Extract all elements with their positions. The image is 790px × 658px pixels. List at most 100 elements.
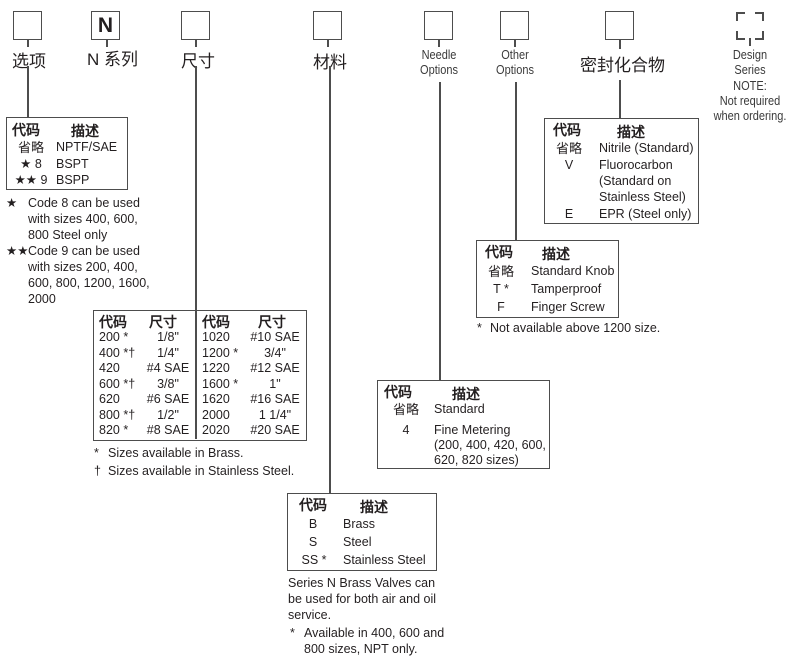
note-line: 800 sizes, NPT only. xyxy=(304,642,418,656)
connector-line xyxy=(327,40,329,47)
material-row-desc: Stainless Steel xyxy=(343,553,426,567)
other-row-desc: Finger Screw xyxy=(531,300,605,314)
options-row-desc: BSPP xyxy=(56,173,90,187)
material-code-box xyxy=(313,11,342,40)
note-line: 2000 xyxy=(28,292,56,306)
needle-row-desc: Fine Metering xyxy=(434,423,511,437)
size-row-size: #4 SAE xyxy=(146,361,190,375)
connector-line xyxy=(27,40,29,47)
size-row-code: 1020 xyxy=(202,330,230,344)
other-row-desc: Tamperproof xyxy=(531,282,602,296)
options-row-desc: NPTF/SAE xyxy=(56,140,118,154)
design-series-note-line2: when ordering. xyxy=(713,109,787,123)
corner-mark xyxy=(755,31,764,40)
design-series-label-line1: Design xyxy=(732,48,768,62)
connector-line xyxy=(514,40,516,47)
needle-options-code-box xyxy=(424,11,453,40)
size-row-size: 1/2" xyxy=(157,407,179,422)
design-series-label-line2: Series xyxy=(734,63,766,77)
size-row-code: 600 *† xyxy=(99,376,136,391)
size-code-box xyxy=(181,11,210,40)
design-series-label: Design Series NOTE: Not required when or… xyxy=(710,48,789,124)
options-connector-line xyxy=(27,66,29,117)
needle-row-desc: Standard xyxy=(434,402,485,416)
size-note-brass: * Sizes available in Brass. xyxy=(94,445,243,461)
note-line: service. xyxy=(288,608,332,622)
size-col-code-left: 代码 xyxy=(99,314,127,330)
other-col-code: 代码 xyxy=(485,244,513,260)
options-note-2: ★★ Code 9 can be used with sizes 200, 40… xyxy=(6,243,166,307)
asterisk-mark: * xyxy=(477,321,482,335)
corner-mark xyxy=(736,12,745,21)
needle-row-code: 4 xyxy=(402,423,410,437)
seal-row-desc: Fluorocarbon xyxy=(599,158,673,172)
options-col-desc: 描述 xyxy=(71,123,99,139)
other-row-code: F xyxy=(497,300,505,314)
needle-row-desc: 620, 820 sizes) xyxy=(434,453,519,467)
connector-line xyxy=(438,40,440,47)
needle-row-code: 省略 xyxy=(392,402,419,417)
size-table-divider xyxy=(195,311,197,439)
options-row-code: ★★ 9 xyxy=(14,173,48,187)
seal-row-desc: EPR (Steel only) xyxy=(599,207,692,221)
material-note: Series N Brass Valves can be used for bo… xyxy=(288,575,458,623)
design-series-note-line1: Not required xyxy=(719,94,781,108)
size-note-stainless: † Sizes available in Stainless Steel. xyxy=(94,463,294,479)
size-row-code: 1600 * xyxy=(202,376,239,391)
material-col-desc: 描述 xyxy=(360,499,388,515)
seal-row-desc: Stainless Steel) xyxy=(599,190,686,204)
options-row-code: 省略 xyxy=(17,140,44,155)
size-col-size-right: 尺寸 xyxy=(258,314,286,330)
design-series-note-title: NOTE: xyxy=(733,79,767,93)
seal-compound-label: 密封化合物 xyxy=(580,56,665,75)
size-row-code: 400 *† xyxy=(99,345,136,360)
needle-options-label: Needle Options xyxy=(417,48,461,78)
needle-options-label-line1: Needle xyxy=(421,48,457,62)
other-options-label-line1: Other xyxy=(501,48,529,62)
dagger-mark: † xyxy=(94,464,101,478)
note-line: Code 8 can be used xyxy=(28,196,140,210)
connector-line xyxy=(106,40,108,47)
size-row-size: 1 1/4" xyxy=(258,407,292,422)
design-series-code-box xyxy=(736,12,764,40)
size-row-code: 820 * xyxy=(99,423,129,437)
size-table: 代码 尺寸 代码 尺寸 200 *1/8"400 *†1/4"420#4 SAE… xyxy=(93,310,307,441)
size-row-size: #20 SAE xyxy=(250,423,300,437)
size-row-code: 1200 * xyxy=(202,345,239,360)
size-row-code: 800 *† xyxy=(99,407,136,422)
other-options-label-line2: Options xyxy=(496,63,534,77)
material-row-code: S xyxy=(308,535,318,549)
needle-row-desc: (200, 400, 420, 600, xyxy=(434,438,546,452)
size-row-size: 3/8" xyxy=(157,376,179,391)
note-text: Sizes available in Stainless Steel. xyxy=(108,464,295,478)
seal-compound-code-box xyxy=(605,11,634,40)
size-row-size: #10 SAE xyxy=(250,330,300,344)
other-options-table: 代码 描述 省略 Standard Knob T * Tamperproof F… xyxy=(476,240,619,318)
needle-col-code: 代码 xyxy=(384,384,412,400)
size-col-size-left: 尺寸 xyxy=(149,314,177,330)
star-mark: ★★ xyxy=(6,244,29,258)
size-row-code: 620 xyxy=(99,392,120,406)
options-note-1: ★ Code 8 can be used with sizes 400, 600… xyxy=(6,195,156,243)
material-col-code: 代码 xyxy=(299,497,327,513)
note-line: be used for both air and oil xyxy=(288,592,437,606)
series-code-box: N xyxy=(91,11,120,40)
seal-connector-line xyxy=(619,80,621,118)
size-row-size: #6 SAE xyxy=(146,392,190,406)
size-col-code-right: 代码 xyxy=(202,314,230,330)
size-row-code: 200 * xyxy=(99,330,129,344)
needle-options-label-line2: Options xyxy=(420,63,458,77)
corner-mark xyxy=(736,31,745,40)
size-row-code: 1620 xyxy=(202,392,230,406)
size-row-size: #16 SAE xyxy=(250,392,300,406)
options-code-box xyxy=(13,11,42,40)
other-row-code: T * xyxy=(493,282,509,296)
material-row-code: SS * xyxy=(301,553,327,567)
size-row-code: 1220 xyxy=(202,361,230,375)
note-line: with sizes 400, 600, xyxy=(28,212,138,226)
size-row-size: #12 SAE xyxy=(250,361,300,375)
material-label: 材料 xyxy=(313,53,347,72)
seal-col-desc: 描述 xyxy=(617,124,645,140)
other-row-desc: Standard Knob xyxy=(531,264,615,278)
asterisk-mark: * xyxy=(290,626,295,640)
